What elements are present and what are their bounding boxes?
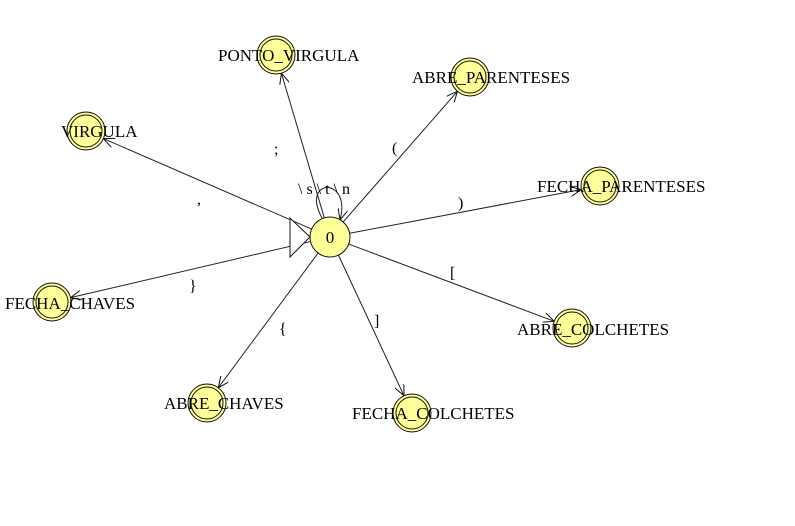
transition-abre-parenteses [342, 91, 457, 223]
transition-label-fecha-parenteses: ) [458, 195, 463, 212]
transition-virgula [103, 139, 312, 230]
accepting-state-inner-ring [190, 386, 224, 420]
accepting-state-inner-ring [583, 169, 617, 203]
accepting-states: PONTO_VIRGULA ABRE_PARENTESES VIRGULA FECHA… [5, 35, 705, 433]
state-label: ABRE_PARENTESES [412, 68, 570, 87]
self-loop-whitespace [316, 187, 342, 221]
accepting-state-inner-ring [69, 114, 103, 148]
state-abre-chaves: ABRE_CHAVES [164, 383, 284, 423]
start-state-label: 0 [326, 228, 335, 247]
state-label: FECHA_PARENTESES [537, 177, 705, 196]
state-virgula: VIRGULA [61, 111, 138, 151]
accepting-state-inner-ring [259, 38, 293, 72]
transition-label-abre-chaves: { [279, 321, 287, 338]
transition-abre-colchetes [348, 243, 554, 321]
accepting-state-inner-ring [395, 396, 429, 430]
transition-label-fecha-chaves: } [189, 278, 197, 295]
transition-label-virgula: , [197, 191, 201, 208]
transition-label-fecha-colchetes: ] [374, 313, 379, 330]
state-ponto-virgula: PONTO_VIRGULA [218, 35, 360, 75]
transition-fecha-parenteses [349, 190, 582, 234]
transition-edges: ; (,)} [ {] \ s \ t \ n [71, 73, 582, 396]
state-label: ABRE_COLCHETES [517, 320, 669, 339]
transition-fecha-chaves [71, 241, 311, 298]
transition-label-abre-colchetes: [ [450, 265, 455, 282]
transition-abre-chaves [218, 252, 319, 388]
state-label: FECHA_COLCHETES [352, 404, 514, 423]
state-label: FECHA_CHAVES [5, 294, 135, 313]
transition-label-ponto-virgula: ; [274, 141, 278, 158]
state-label: ABRE_CHAVES [164, 394, 284, 413]
accepting-state-inner-ring [453, 60, 487, 94]
transition-label-abre-parenteses: ( [392, 140, 397, 157]
self-loop-label: \ s \ t \ n [298, 181, 350, 198]
accepting-state-inner-ring [35, 285, 69, 319]
transition-fecha-colchetes [337, 254, 404, 396]
state-label: PONTO_VIRGULA [218, 46, 360, 65]
accepting-state-inner-ring [555, 311, 589, 345]
state-fecha-colchetes: FECHA_COLCHETES [352, 393, 514, 433]
state-label: VIRGULA [61, 122, 138, 141]
start-state-group: 0 [289, 216, 351, 259]
transition-ponto-virgula [281, 73, 325, 218]
initial-state-arrow-icon [289, 216, 311, 259]
state-abre-colchetes: ABRE_COLCHETES [517, 308, 669, 348]
state-fecha-parenteses: FECHA_PARENTESES [537, 166, 705, 206]
state-fecha-chaves: FECHA_CHAVES [5, 282, 135, 322]
start-state-circle [309, 216, 351, 258]
state-abre-parenteses: ABRE_PARENTESES [412, 57, 570, 97]
